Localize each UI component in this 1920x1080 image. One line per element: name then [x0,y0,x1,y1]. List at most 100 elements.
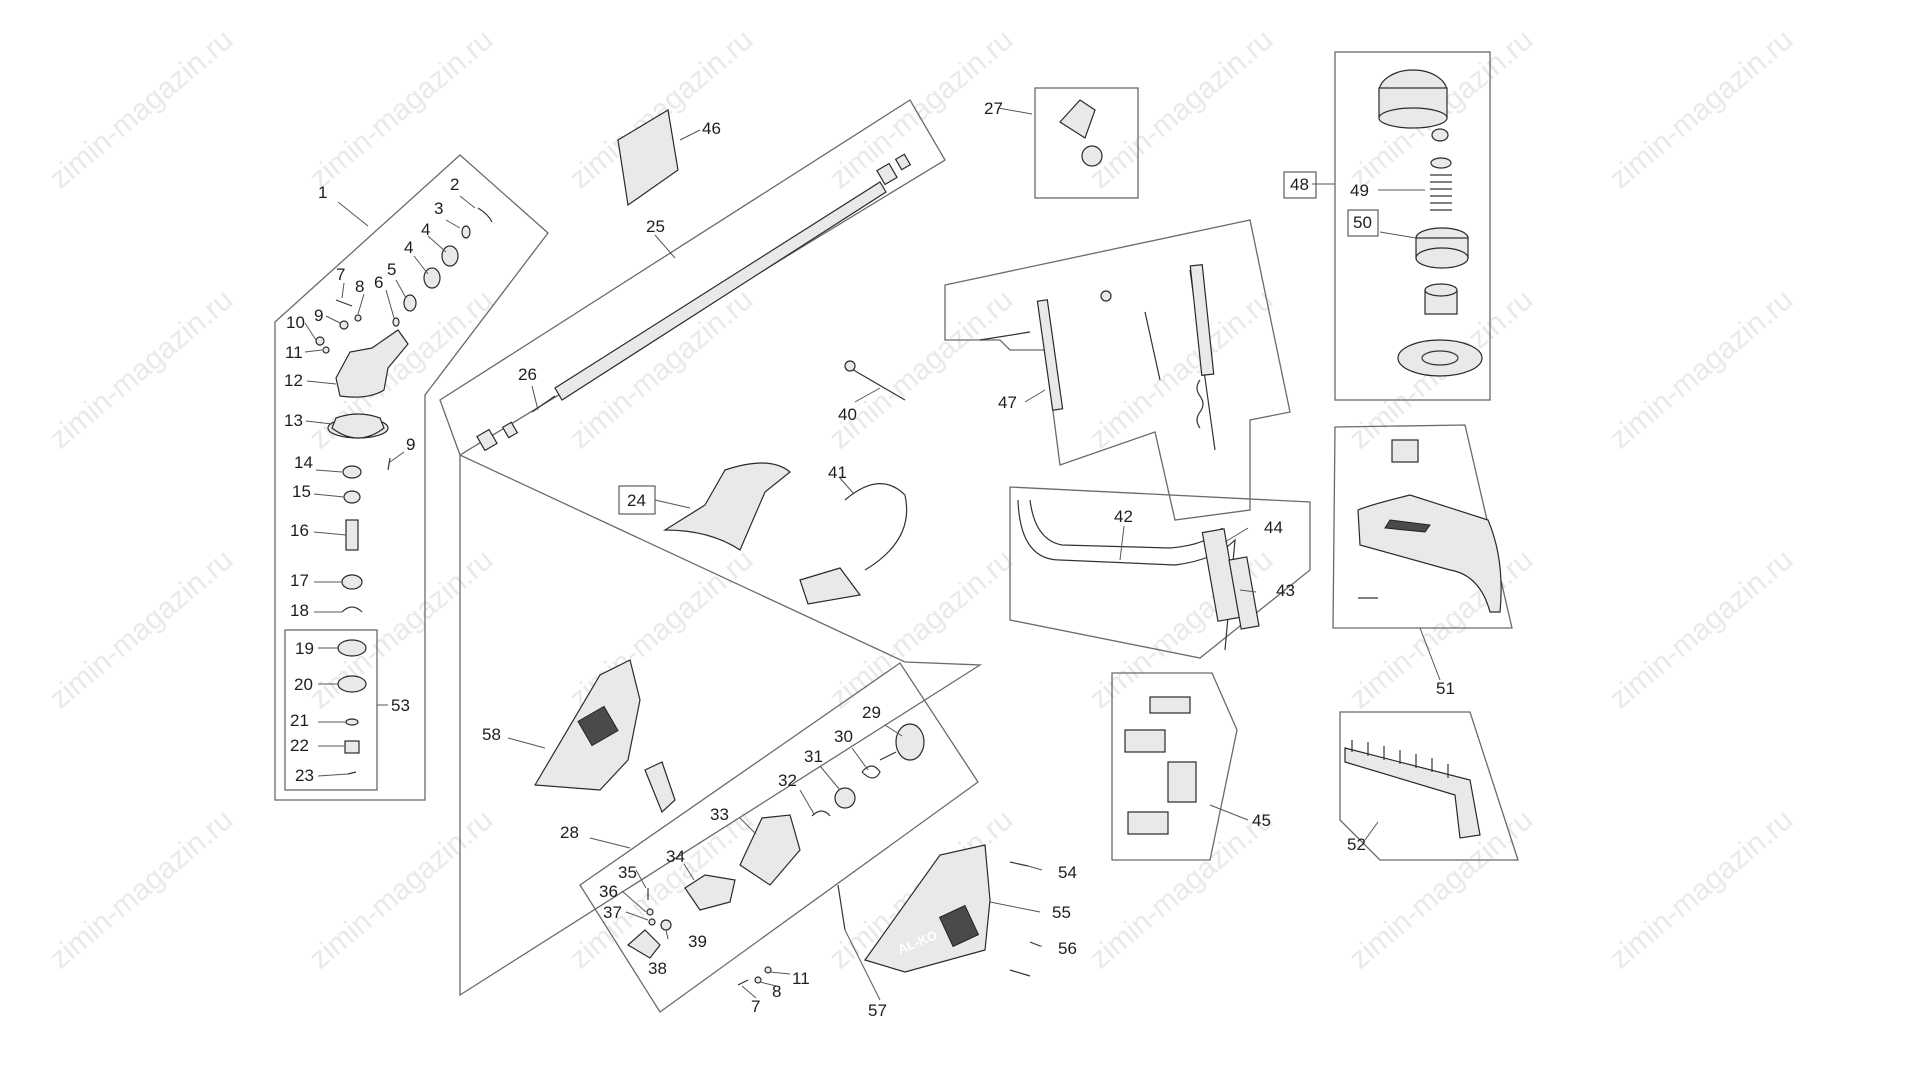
part-circlip-30 [861,765,881,779]
frame-28 [579,662,979,1013]
leader-46 [679,129,701,141]
leader-27 [997,107,1033,115]
watermark-text: zimin-magazin.ru [1083,543,1279,715]
callout-52: 52 [1347,835,1366,854]
leader-25 [654,234,676,259]
callout-50: 50 [1353,213,1372,232]
frame-guard [459,453,983,997]
leader-3 [445,219,461,229]
part-screw-47a [979,331,1031,341]
callout-54: 54 [1058,863,1077,882]
leader-29 [884,724,903,737]
part-wrench-40 [849,367,906,401]
label-box-48 [1283,171,1317,199]
part-screw-9b [387,457,391,471]
leader-16 [313,531,347,536]
part-3 [461,225,471,239]
parts-head-48 [1378,69,1483,377]
part-11 [322,346,330,354]
watermark-text: zimin-magazin.ru [303,23,499,195]
leader-10 [304,322,317,341]
leader-57 [844,929,881,1001]
watermark-text: zimin-magazin.ru [1083,803,1279,975]
part-guard-51-slot [1384,519,1431,533]
part-8 [354,314,362,322]
leader-4a [427,235,447,253]
callout-29: 29 [862,703,881,722]
callout-38: 38 [648,959,667,978]
part-bushing-l1 [476,428,498,452]
leader-43 [1239,589,1257,593]
leader-1 [337,201,369,227]
part-plate-46 [617,109,679,207]
callout-8b: 8 [772,982,781,1001]
part-47-lever [1144,311,1161,381]
leader-52 [1364,821,1379,841]
callout-7a: 7 [336,265,345,284]
parts-guard-drive: AL-KO [533,659,1041,986]
part-52-teeth [1351,740,1449,778]
part-39 [660,919,672,931]
part-13b [331,413,385,439]
watermark-text: zimin-magazin.ru [43,23,239,195]
callout-58: 58 [482,725,501,744]
leader-24 [654,499,691,509]
leader-11b [769,971,791,975]
part-gear-housing-12 [335,329,409,398]
callout-43: 43 [1276,581,1295,600]
part-37 [648,918,656,926]
callout-24: 24 [627,491,646,510]
part-15 [343,490,361,504]
callout-17: 17 [290,571,309,590]
callout-7b: 7 [751,997,760,1016]
part-handle-body-47 [1036,299,1064,411]
part-washer [1430,157,1452,169]
frame-shaft [439,99,946,456]
callout-32: 32 [778,771,797,790]
part-47-spring [1196,379,1204,429]
watermark-text: zimin-magazin.ru [43,803,239,975]
part-47-knob [1100,290,1112,302]
part-clamp-45c [1167,761,1197,803]
leader-34 [683,863,695,881]
part-base-48-inner [1421,350,1459,366]
callout-1: 1 [318,183,327,202]
part-screw-7b [737,979,749,986]
leader-50 [1379,231,1417,239]
part-10 [315,336,325,346]
leader-9a [325,315,341,324]
callout-13: 13 [284,411,303,430]
frame-27 [1034,87,1139,199]
callout-4a: 4 [421,220,430,239]
leader-42 [1119,525,1125,561]
part-17 [341,574,363,590]
leader-55 [989,901,1041,913]
callout-51: 51 [1436,679,1455,698]
part-bushing-r1 [876,162,898,186]
watermark-text: zimin-magazin.ru [823,543,1019,715]
part-nut [1431,128,1449,142]
part-guard-58-vent [577,705,619,747]
parts-shaft [476,109,912,452]
parts-52-45 [1124,696,1481,839]
callout-48: 48 [1290,175,1309,194]
callout-20: 20 [294,675,313,694]
callout-36: 36 [599,882,618,901]
callout-9a: 9 [314,306,323,325]
callout-33: 33 [710,805,729,824]
callout-19: 19 [295,639,314,658]
callout-labels: 1 2 3 4 4 5 6 7 8 9 10 11 12 13 9 14 15 … [284,99,1455,1020]
part-base-48 [1397,339,1483,377]
part-clutch-29 [895,723,925,761]
callout-45: 45 [1252,811,1271,830]
leader-44 [1224,527,1249,543]
part-screw-7 [335,299,353,307]
leader-8b [759,981,777,987]
leader-23 [317,773,349,777]
callout-23: 23 [295,766,314,785]
leader-47 [1024,389,1046,403]
frame-47 [944,219,1291,521]
part-bearing-31 [834,787,856,809]
